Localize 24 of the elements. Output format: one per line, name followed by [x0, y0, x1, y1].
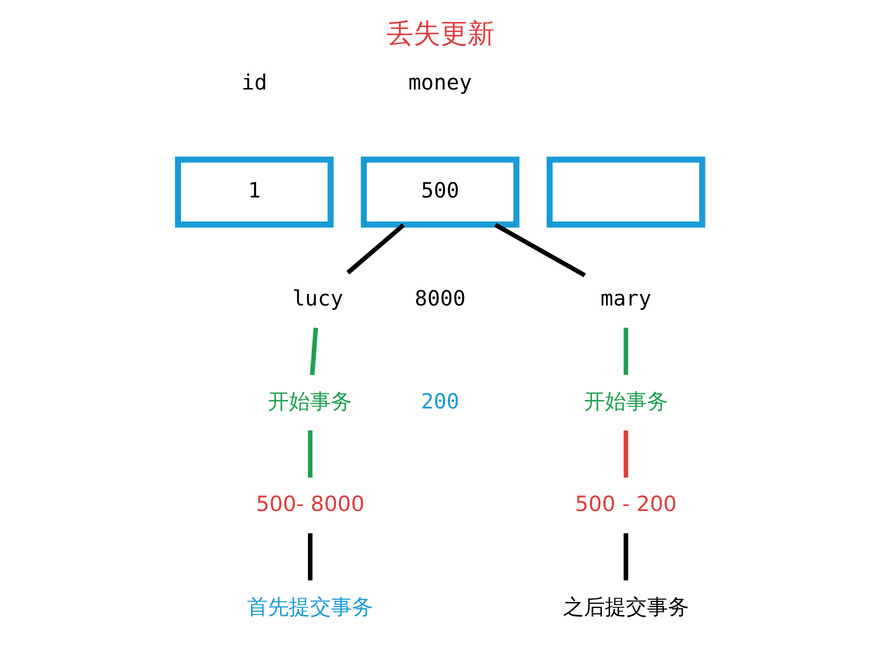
- node-text: 首先提交事务: [246, 594, 373, 619]
- node-text: 500 - 200: [574, 491, 676, 516]
- label: money: [408, 70, 472, 95]
- node-text: 之后提交事务: [562, 594, 688, 619]
- diagram-title: 丢失更新: [386, 18, 494, 50]
- node-text: lucy: [292, 286, 343, 311]
- node-box: 1: [174, 156, 334, 228]
- connector: [346, 223, 404, 274]
- label: 200: [420, 388, 459, 414]
- connector: [494, 222, 586, 278]
- node-box: [546, 156, 705, 228]
- connector: [307, 533, 312, 580]
- node-box: 500: [360, 156, 519, 228]
- node-text: 500- 8000: [256, 491, 364, 516]
- connector: [307, 430, 312, 478]
- label: 8000: [414, 286, 466, 311]
- node-text: 开始事务: [268, 388, 352, 414]
- node-text: 开始事务: [583, 388, 668, 414]
- connector: [623, 430, 628, 478]
- connector: [623, 328, 628, 375]
- label: id: [241, 70, 267, 95]
- node-text: mary: [600, 286, 651, 311]
- connector: [309, 328, 318, 376]
- connector: [623, 533, 628, 580]
